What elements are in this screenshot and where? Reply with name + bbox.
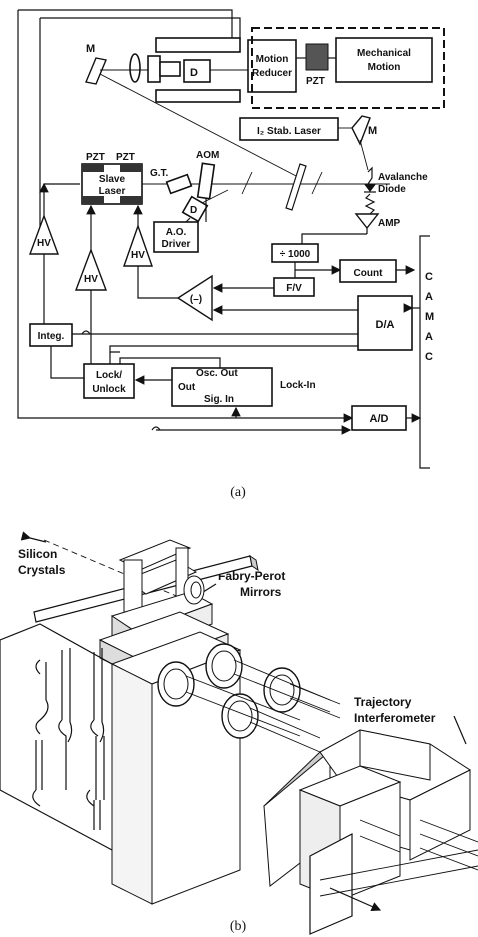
- caption-a: (a): [230, 485, 246, 500]
- label-sig-in: Sig. In: [204, 394, 234, 405]
- panel-a-schematic: M D Motion Reducer PZT Mechanical Motion…: [18, 10, 444, 468]
- label-traj-2: Interferometer: [354, 711, 436, 725]
- label-i2-laser: I₂ Stab. Laser: [257, 126, 321, 137]
- label-slave-1: Slave: [99, 174, 126, 185]
- caption-b: (b): [230, 919, 247, 934]
- label-ad: A/D: [370, 413, 389, 425]
- label-fp-2: Mirrors: [240, 585, 282, 599]
- label-minus: (–): [190, 294, 202, 305]
- lens-top: [130, 54, 140, 82]
- pillar-left: [112, 664, 152, 904]
- label-pzt-top: PZT: [306, 76, 325, 87]
- label-pzt-right: PZT: [116, 152, 135, 163]
- label-hv-right: HV: [131, 250, 145, 261]
- label-div1000: ÷ 1000: [280, 249, 311, 260]
- aom-crystal: [198, 163, 215, 198]
- amp-triangle: [356, 214, 378, 228]
- label-m-top: M: [86, 43, 95, 55]
- label-motion-reducer-2: Reducer: [252, 68, 292, 79]
- label-mech-motion-2: Motion: [368, 62, 401, 73]
- label-count: Count: [354, 268, 384, 279]
- label-integ: Integ.: [38, 331, 65, 342]
- label-lock-2: Unlock: [92, 384, 126, 395]
- panel-b-illustration: Silicon Crystals Fabry-Perot Mirrors: [0, 538, 478, 934]
- label-mech-motion-1: Mechanical: [357, 48, 411, 59]
- mirror-m-top: M: [86, 43, 106, 84]
- label-camac-0: C: [425, 271, 433, 283]
- glan-taylor: [167, 175, 192, 194]
- label-d-top: D: [190, 67, 198, 79]
- label-lock-1: Lock/: [96, 370, 122, 381]
- label-gt: G.T.: [150, 168, 169, 179]
- label-m-right: M: [368, 125, 377, 137]
- mechanical-motion-box: [336, 38, 432, 82]
- label-ao-driver-2: Driver: [162, 239, 191, 250]
- label-camac-3: A: [425, 331, 433, 343]
- label-osc-out: Osc. Out: [196, 368, 238, 379]
- label-d-mid: D: [190, 205, 197, 216]
- label-lockin: Lock-In: [280, 380, 316, 391]
- label-camac-4: C: [425, 351, 433, 363]
- label-traj-1: Trajectory: [354, 695, 412, 709]
- label-out: Out: [178, 382, 196, 393]
- label-avalanche-2: Diode: [378, 184, 406, 195]
- label-aom: AOM: [196, 150, 219, 161]
- label-slave-2: Laser: [99, 186, 126, 197]
- label-camac-2: M: [425, 311, 434, 323]
- label-hv-mid: HV: [84, 274, 98, 285]
- label-fv: F/V: [286, 283, 302, 294]
- beamsplitter: [286, 164, 306, 210]
- trajectory-interferometer: [264, 730, 470, 934]
- avalanche-diode: [364, 184, 376, 192]
- pzt-top-element: [306, 44, 328, 70]
- label-ao-driver-1: A.O.: [166, 227, 187, 238]
- label-avalanche-1: Avalanche: [378, 172, 428, 183]
- label-camac-1: A: [425, 291, 433, 303]
- label-silicon-2: Crystals: [18, 563, 66, 577]
- motion-reducer-box: [248, 40, 296, 92]
- label-pzt-left: PZT: [86, 152, 105, 163]
- label-motion-reducer-1: Motion: [256, 54, 289, 65]
- label-da: D/A: [376, 319, 395, 331]
- label-silicon-1: Silicon: [18, 547, 57, 561]
- delay-line-assembly: D: [148, 38, 250, 102]
- pipes: [33, 648, 104, 830]
- label-hv-left: HV: [37, 238, 51, 249]
- label-amp: AMP: [378, 218, 401, 229]
